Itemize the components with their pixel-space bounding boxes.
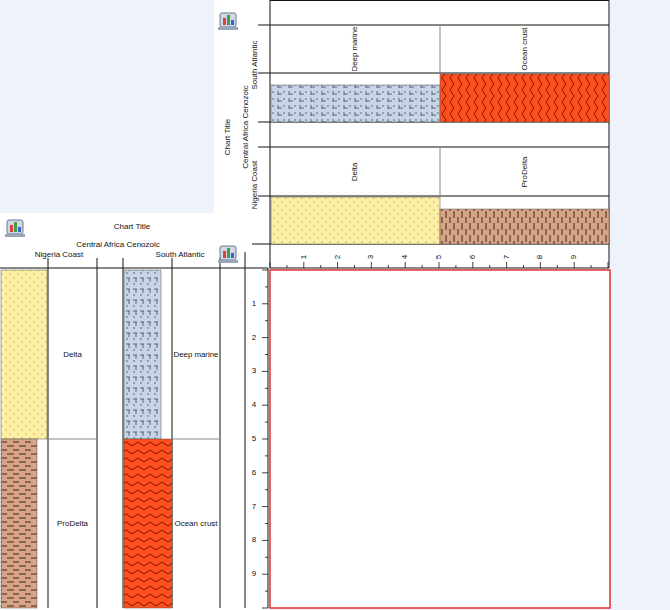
axis-tick bbox=[286, 265, 287, 268]
axis-number: 6 bbox=[469, 255, 477, 259]
axis-tick bbox=[472, 262, 473, 268]
axis-tick bbox=[262, 303, 268, 304]
axis-tick bbox=[557, 265, 558, 268]
chart-icon bbox=[218, 246, 238, 263]
axis-tick bbox=[265, 422, 268, 423]
axis-number: 9 bbox=[570, 255, 578, 259]
axis-tick bbox=[262, 439, 268, 440]
axis-tick bbox=[262, 371, 268, 372]
lithology-name: ProDelta bbox=[57, 520, 88, 528]
lithology-label-cell: Deep marine bbox=[270, 25, 440, 73]
lithology-name: Delta bbox=[351, 162, 359, 181]
axis-number: 4 bbox=[401, 255, 409, 259]
axis-number: 5 bbox=[252, 435, 256, 443]
axis-tick bbox=[455, 265, 456, 268]
axis-number: 8 bbox=[252, 536, 256, 544]
axis-number: 5 bbox=[435, 255, 443, 259]
axis-tick bbox=[591, 265, 592, 268]
lithology-name: Deep marine bbox=[174, 351, 219, 359]
axis-tick bbox=[337, 262, 338, 268]
axis-tick bbox=[265, 455, 268, 456]
top-panel bbox=[214, 0, 610, 270]
axis-number: 2 bbox=[334, 255, 342, 259]
lithology-name: Ocean crust bbox=[174, 520, 217, 528]
axis-tick bbox=[265, 286, 268, 287]
axis-tick bbox=[371, 262, 372, 268]
axis-number: 4 bbox=[252, 401, 256, 409]
axis-tick bbox=[540, 262, 541, 268]
axis-tick bbox=[262, 472, 268, 473]
axis-number: 7 bbox=[503, 255, 511, 259]
chart-title: Chart Title bbox=[224, 119, 232, 155]
lithology-label-cell: Ocean crust bbox=[440, 25, 609, 73]
axis-ticks bbox=[262, 262, 608, 608]
left-lithology bbox=[1, 270, 172, 608]
axis-tick bbox=[265, 591, 268, 592]
lithology-label-cell: ProDelta bbox=[440, 147, 609, 196]
axis-tick bbox=[320, 265, 321, 268]
axis-tick bbox=[506, 262, 507, 268]
track-title: South Atlantic bbox=[156, 251, 205, 259]
group-title: Central Africa Cenozoic bbox=[76, 241, 160, 249]
axis-number: 9 bbox=[252, 570, 256, 578]
axis-tick bbox=[405, 262, 406, 268]
left-panel bbox=[0, 213, 270, 610]
track-title: Nigeria Coast bbox=[35, 251, 83, 259]
axis-number: 8 bbox=[536, 255, 544, 259]
axis-tick bbox=[262, 574, 268, 575]
lithology-label-cell: Deep marine bbox=[172, 270, 220, 439]
axis-tick bbox=[489, 265, 490, 268]
axis-tick bbox=[262, 540, 268, 541]
axis-tick bbox=[262, 405, 268, 406]
axis-tick bbox=[439, 262, 440, 268]
axis-tick bbox=[262, 506, 268, 507]
track-title: South Atlantic bbox=[251, 41, 259, 90]
axis-tick bbox=[354, 265, 355, 268]
axis-tick bbox=[422, 265, 423, 268]
top-grid bbox=[252, 0, 609, 268]
axis-number: 7 bbox=[252, 503, 256, 511]
axis-tick bbox=[523, 265, 524, 268]
axis-tick bbox=[270, 262, 271, 268]
track-title: Nigeria Coast bbox=[251, 161, 259, 209]
axis-tick bbox=[265, 388, 268, 389]
axis-tick bbox=[265, 523, 268, 524]
axis-tick bbox=[265, 489, 268, 490]
left-grid bbox=[0, 252, 268, 608]
axis-tick bbox=[262, 608, 268, 609]
top-lithology bbox=[271, 74, 609, 244]
axis-number: 1 bbox=[300, 255, 308, 259]
axis-tick bbox=[303, 262, 304, 268]
axis-tick bbox=[388, 265, 389, 268]
axis-number: 6 bbox=[252, 469, 256, 477]
lithology-name: Deep marine bbox=[351, 27, 359, 72]
axis-tick bbox=[265, 557, 268, 558]
lithology-label-cell: Delta bbox=[48, 270, 97, 439]
axis-number: 1 bbox=[252, 300, 256, 308]
axis-tick bbox=[574, 262, 575, 268]
axis-number: 3 bbox=[367, 255, 375, 259]
chart-icon bbox=[5, 220, 25, 237]
axis-tick bbox=[608, 262, 609, 268]
lithology-name: Delta bbox=[63, 351, 82, 359]
chart-icon bbox=[218, 13, 238, 30]
axis-tick bbox=[262, 337, 268, 338]
lithology-name: Ocean crust bbox=[521, 27, 529, 70]
lithology-name: ProDelta bbox=[521, 156, 529, 187]
lithology-label-cell: Delta bbox=[270, 147, 440, 196]
axis-tick bbox=[262, 270, 268, 271]
axis-tick bbox=[265, 320, 268, 321]
lithology-label-cell: ProDelta bbox=[48, 439, 97, 608]
lithology-label-cell: Ocean crust bbox=[172, 439, 220, 608]
axis-tick bbox=[265, 354, 268, 355]
axis-number: 3 bbox=[252, 367, 256, 375]
axis-number: 2 bbox=[252, 334, 256, 342]
group-title: Central Africa Cenozoic bbox=[242, 85, 250, 169]
plot-area bbox=[270, 270, 610, 608]
chart-title: Chart Title bbox=[114, 223, 150, 231]
